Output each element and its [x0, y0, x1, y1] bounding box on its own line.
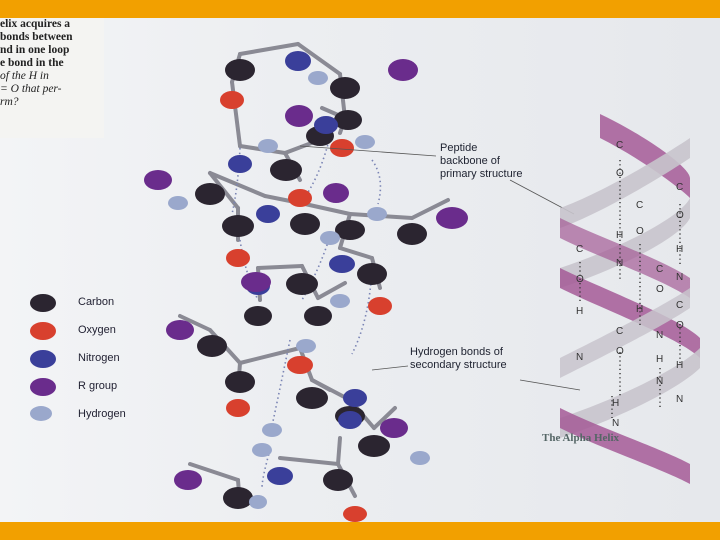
section-heading: The Alpha Helix	[542, 432, 720, 444]
helix-atom-label: C	[676, 300, 683, 311]
helix-atom-label: O	[676, 320, 684, 331]
hydrogen-swatch	[30, 406, 52, 421]
legend-label: Hydrogen	[78, 408, 126, 420]
legend-item-r-group: R group	[30, 378, 170, 398]
helix-atom-label: C	[636, 200, 643, 211]
slide-frame: elix acquires a bonds between nd in one …	[0, 18, 720, 522]
hydrogen-bonds-annotation: Hydrogen bonds of secondary structure	[410, 346, 507, 372]
backbone-bonds	[180, 44, 448, 506]
footer-section: The Alpha Helix	[542, 432, 720, 444]
legend-item-nitrogen: Nitrogen	[30, 350, 170, 370]
helix-ribbon-schematic	[560, 114, 700, 484]
textbook-page: elix acquires a bonds between nd in one …	[0, 18, 720, 522]
helix-atom-label: N	[616, 258, 623, 269]
helix-atom-label: N	[576, 352, 583, 363]
helix-atom-label: O	[616, 346, 624, 357]
helix-atom-label: N	[612, 418, 619, 429]
helix-atom-label: H	[676, 244, 683, 255]
annotation-line: Hydrogen bonds of	[410, 346, 507, 359]
oxygen-atoms	[220, 91, 392, 522]
legend-label: Carbon	[78, 296, 114, 308]
legend-item-carbon: Carbon	[30, 294, 170, 314]
helix-atom-label: C	[616, 140, 623, 151]
nitrogen-swatch	[30, 350, 56, 368]
helix-atom-label: O	[616, 168, 624, 179]
helix-atom-label: C	[656, 264, 663, 275]
helix-atom-label: C	[676, 182, 683, 193]
annotation-line: secondary structure	[410, 359, 507, 372]
legend-label: Nitrogen	[78, 352, 120, 364]
alpha-helix-molecule-diagram	[0, 18, 720, 522]
carbon-swatch	[30, 294, 56, 312]
helix-atom-label: N	[656, 330, 663, 341]
carbon-atoms	[195, 59, 427, 509]
helix-atom-label: O	[676, 210, 684, 221]
helix-atom-label: N	[676, 272, 683, 283]
peptide-backbone-annotation: Peptide backbone of primary structure	[440, 142, 523, 181]
atom-spheres	[144, 51, 468, 522]
helix-atom-label: H	[612, 398, 619, 409]
helix-atom-label: O	[636, 226, 644, 237]
oxygen-swatch	[30, 322, 56, 340]
legend-label: Oxygen	[78, 324, 116, 336]
r-group-swatch	[30, 378, 56, 396]
annotation-line: Peptide	[440, 142, 523, 155]
helix-atom-label: H	[636, 304, 643, 315]
annotation-line: backbone of	[440, 155, 523, 168]
helix-atom-label: C	[576, 244, 583, 255]
annotation-line: primary structure	[440, 168, 523, 181]
legend-item-hydrogen: Hydrogen	[30, 406, 170, 426]
helix-atom-label: N	[656, 376, 663, 387]
helix-atom-label: O	[656, 284, 664, 295]
helix-atom-label: O	[576, 274, 584, 285]
helix-atom-label: H	[576, 306, 583, 317]
legend-label: R group	[78, 380, 117, 392]
helix-atom-label: H	[656, 354, 663, 365]
helix-atom-label: H	[676, 360, 683, 371]
helix-atom-label: H	[616, 230, 623, 241]
legend-item-oxygen: Oxygen	[30, 322, 170, 342]
helix-atom-label: N	[676, 394, 683, 405]
helix-atom-label: C	[616, 326, 623, 337]
